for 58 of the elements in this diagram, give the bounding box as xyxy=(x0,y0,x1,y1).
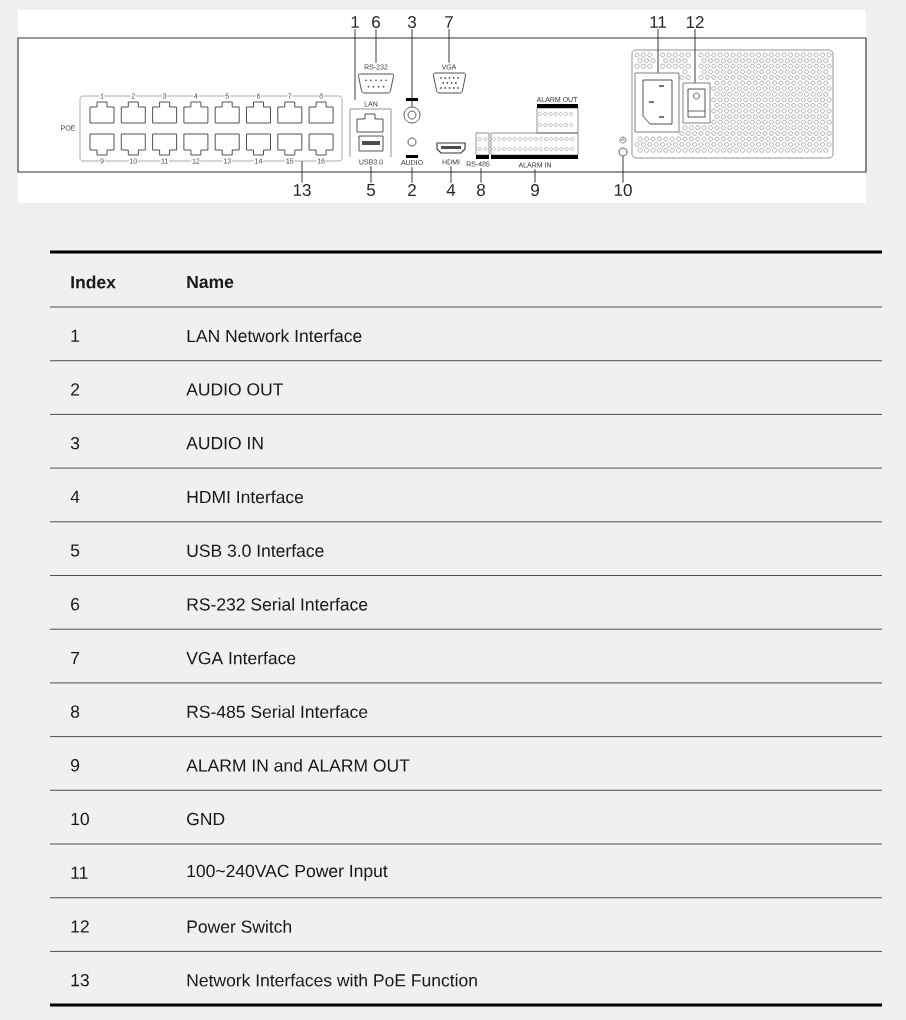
index-number: 7 xyxy=(71,651,80,664)
index-number: 5 xyxy=(70,544,80,557)
leader-line xyxy=(450,165,452,184)
callout-number: 13 xyxy=(293,184,311,197)
interface-name: LAN Network Interface xyxy=(187,329,362,343)
callout-number: 11 xyxy=(650,16,666,28)
leader-line xyxy=(411,166,413,184)
column-header: Index xyxy=(71,275,116,289)
index-number: 1 xyxy=(71,329,80,342)
interface-name: GND xyxy=(187,812,225,826)
index-number: 12 xyxy=(71,920,89,933)
callout-number: 7 xyxy=(445,16,453,28)
leader-line xyxy=(657,28,659,74)
leader-line xyxy=(622,156,624,184)
interface-name: 100~240VAC Power Input xyxy=(187,864,388,881)
interface-name: RS-485 Serial Interface xyxy=(187,705,368,719)
interface-name: AUDIO IN xyxy=(186,436,263,450)
leader-line xyxy=(354,28,356,101)
index-number: 13 xyxy=(71,973,89,987)
interface-name: HDMI Interface xyxy=(187,490,304,504)
callout-number: 3 xyxy=(407,16,416,29)
callout-number: 1 xyxy=(351,16,359,28)
ground-terminal-drawing xyxy=(618,136,628,157)
callout-number: 2 xyxy=(408,184,416,196)
leader-line xyxy=(480,167,482,184)
interface-name: Power Switch xyxy=(187,920,292,933)
interface-name: USB 3.0 Interface xyxy=(187,544,324,557)
leader-line xyxy=(448,28,450,64)
power-inlet-drawing xyxy=(634,72,680,133)
interface-name: Network Interfaces with PoE Function xyxy=(187,973,477,987)
leader-line xyxy=(694,28,696,84)
leader-line xyxy=(534,168,536,184)
callout-number: 6 xyxy=(372,16,380,29)
callout-number: 9 xyxy=(531,184,539,197)
leader-line xyxy=(370,165,372,184)
callout-number: 8 xyxy=(477,184,485,197)
leader-line xyxy=(411,28,413,107)
column-header: Name xyxy=(187,275,234,289)
leader-line xyxy=(375,28,377,64)
interface-name: VGA Interface xyxy=(186,651,296,665)
index-number: 2 xyxy=(71,383,80,396)
index-number: 6 xyxy=(71,598,80,611)
audio-jack-drawing xyxy=(403,98,421,124)
index-number: 9 xyxy=(71,759,80,772)
index-number: 11 xyxy=(71,866,88,879)
interface-name: AUDIO OUT xyxy=(186,383,283,396)
interface-name: ALARM IN and ALARM OUT xyxy=(186,758,410,772)
index-number: 3 xyxy=(70,436,80,450)
power-switch-drawing xyxy=(682,82,711,124)
leader-line xyxy=(301,160,303,184)
index-number: 10 xyxy=(71,812,89,826)
callout-number: 4 xyxy=(446,184,456,196)
index-number: 4 xyxy=(70,490,80,503)
callout-number: 12 xyxy=(686,16,704,28)
callout-number: 5 xyxy=(366,184,375,196)
interface-name: RS-232 Serial Interface xyxy=(187,597,368,611)
callout-number: 10 xyxy=(614,184,632,197)
index-number: 8 xyxy=(70,705,80,718)
